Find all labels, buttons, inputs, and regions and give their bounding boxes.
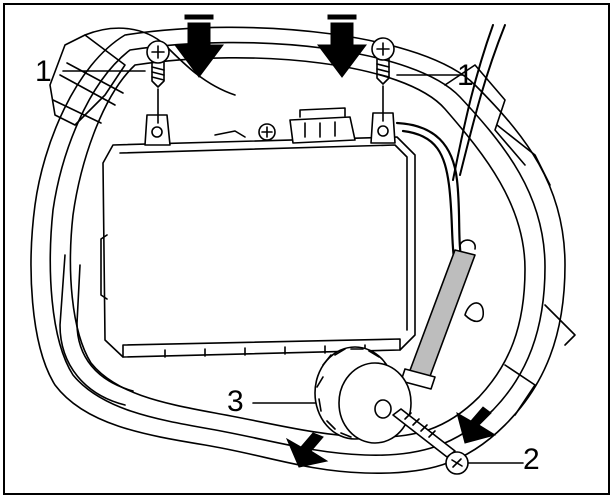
callout-3: 3 [227,385,244,418]
press-arrow-lower-left [285,432,329,468]
screw-2 [392,408,469,475]
module-connector [289,116,356,144]
left-flange [49,34,126,126]
illustration-frame: 1 1 2 3 [3,3,610,495]
press-arrow-right-down [317,22,367,78]
callout-1-right: 1 [457,59,474,92]
screw-1-right [371,37,395,85]
screw-1-left [146,40,170,88]
control-module-box [102,136,416,358]
callout-1-left: 1 [35,55,52,88]
mount-lug-right [370,112,396,144]
press-arrow-lower-right [456,406,497,444]
press-arrow-left-down [174,22,224,78]
connector-wheel [314,346,412,444]
assembly-drawing [30,14,576,475]
callout-2: 2 [523,443,540,476]
mount-lug-left [144,114,171,146]
housing-outline-middle [49,41,546,457]
right-bracket [444,64,526,166]
